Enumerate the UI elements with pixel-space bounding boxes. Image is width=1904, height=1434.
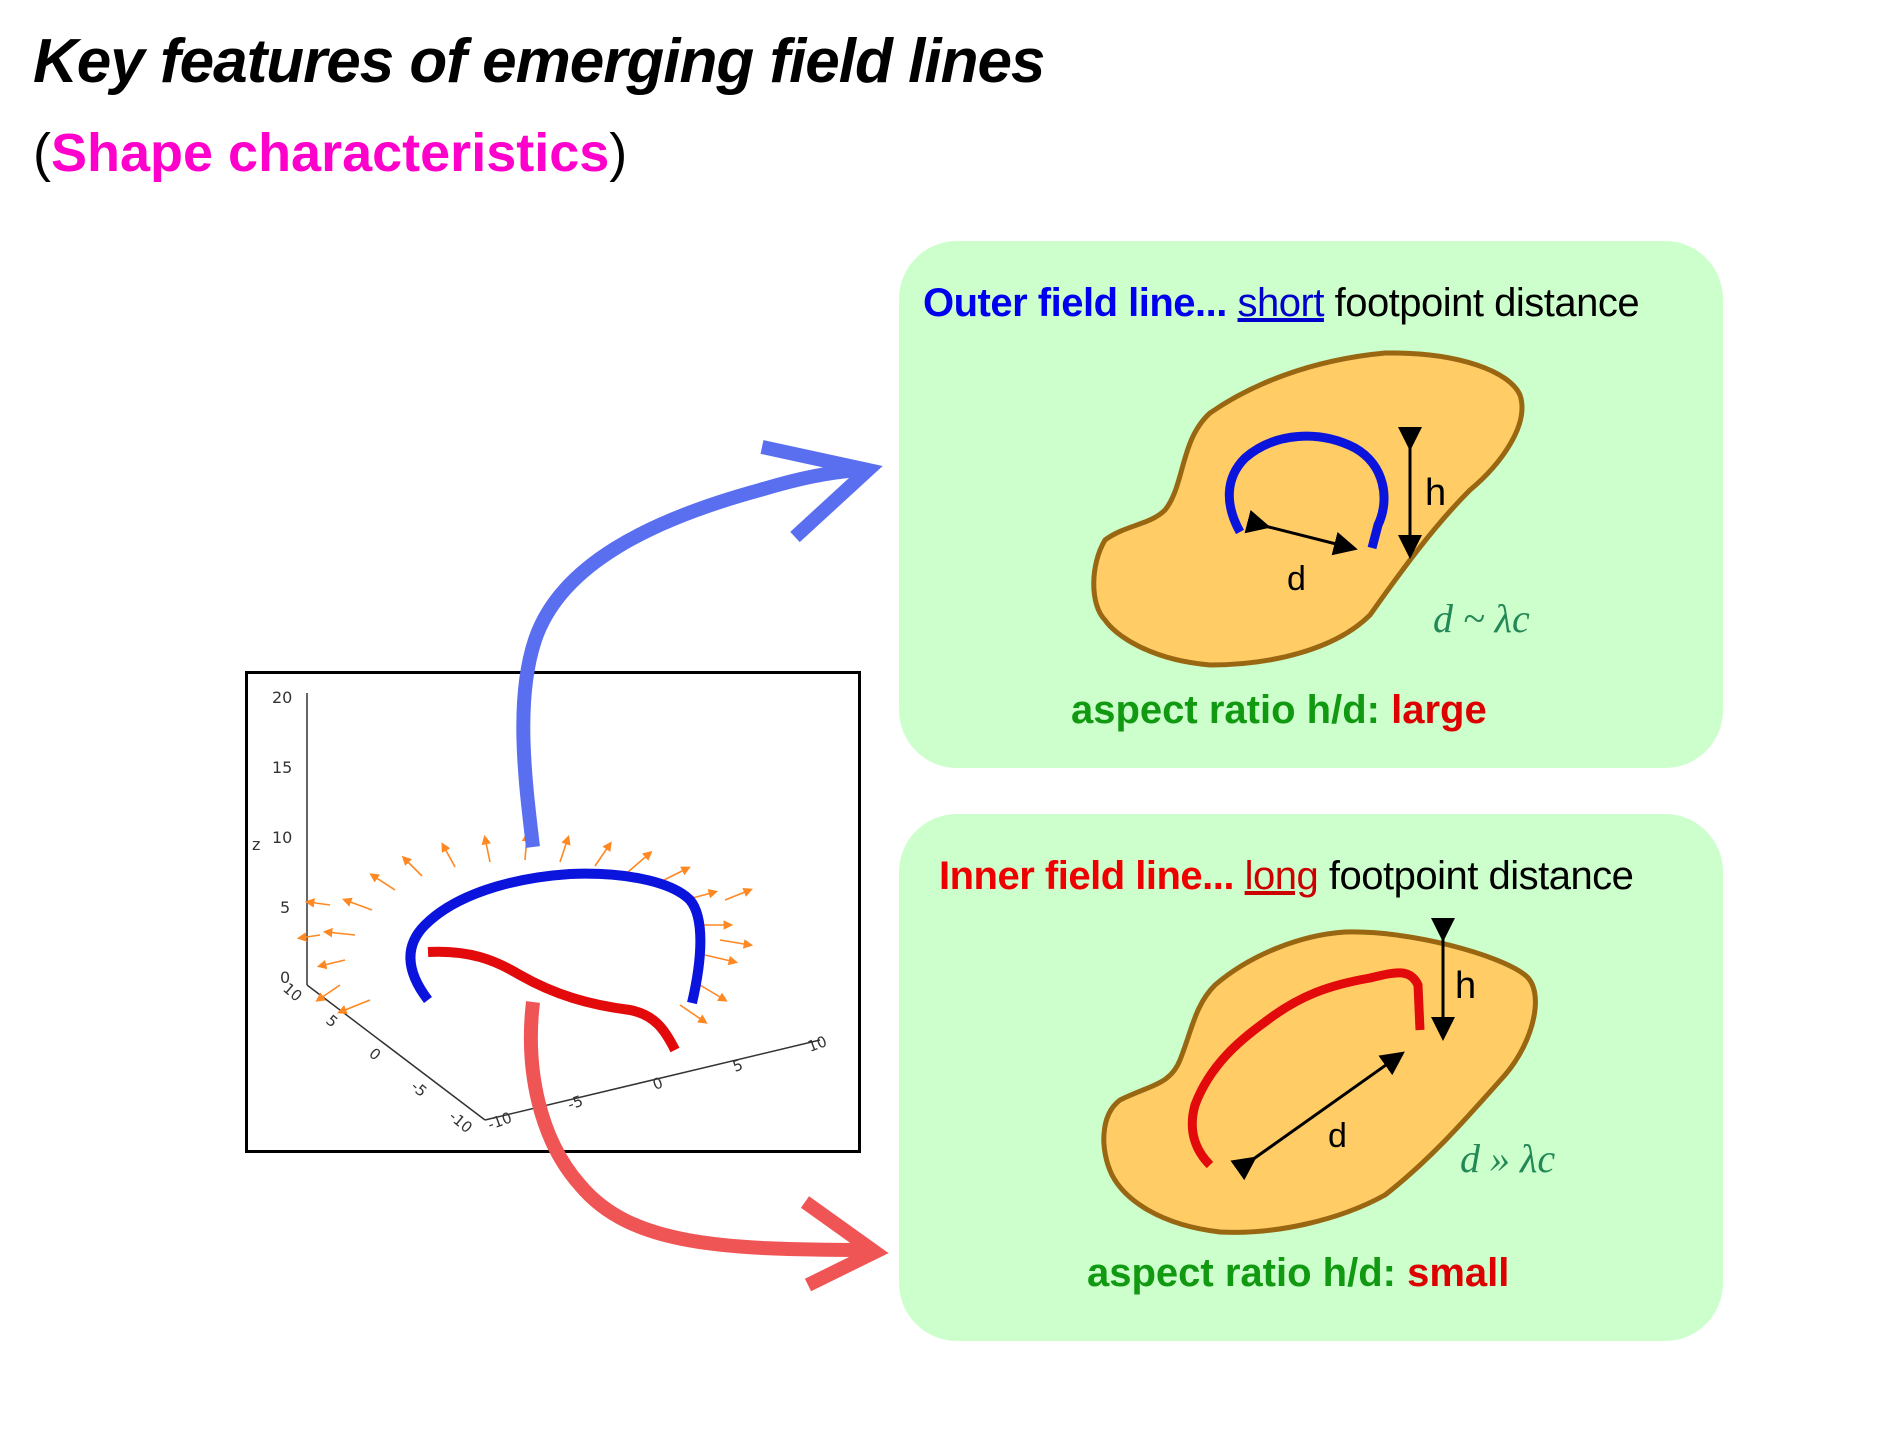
inner-aspect-ratio: aspect ratio h/d: small <box>1087 1251 1509 1296</box>
outer-aspect-value: large <box>1391 688 1487 732</box>
slide-title: Key features of emerging field lines <box>33 27 1045 96</box>
inner-connector-arrowhead-icon <box>800 1196 889 1292</box>
z-tick-label: 10 <box>272 828 292 847</box>
inner-connector-arrow <box>523 1001 871 1257</box>
outer-d-label: d <box>1287 560 1306 598</box>
y-tick-label: -10 <box>445 1107 475 1137</box>
subtitle-highlight: Shape characteristics <box>50 123 610 183</box>
inner-d-arrow <box>1230 1051 1405 1181</box>
x-tick-label: -10 <box>485 1108 514 1133</box>
y-tick-label: 0 <box>365 1044 384 1064</box>
inner-aspect-value: small <box>1407 1251 1510 1295</box>
outer-heading-lead: Outer field line... <box>923 281 1227 325</box>
z-tick-label: 5 <box>280 898 290 917</box>
outer-field-line-panel: Outer field line... short footpoint dist… <box>899 241 1723 768</box>
outer-h-label: h <box>1425 472 1446 514</box>
field-line-3d-plot <box>245 671 861 1153</box>
plot-inner-field-line <box>427 946 680 1053</box>
x-tick-label: 0 <box>650 1074 665 1094</box>
subtitle-close-paren: ) <box>609 123 628 183</box>
outer-d-arrow <box>1244 509 1358 556</box>
outer-heading-rest: footpoint distance <box>1334 281 1640 325</box>
inner-heading-emphasis: long <box>1244 854 1319 898</box>
inner-heading-rest: footpoint distance <box>1328 854 1634 898</box>
z-axis-label: z <box>252 835 260 854</box>
inner-aspect-label: aspect ratio h/d: <box>1087 1251 1396 1295</box>
slide-subtitle: (Shape characteristics) <box>33 122 627 184</box>
z-tick-label: 15 <box>272 758 292 777</box>
outer-aspect-label: aspect ratio h/d: <box>1071 688 1380 732</box>
x-tick-label: 10 <box>805 1032 829 1055</box>
z-tick-label: 20 <box>272 688 292 707</box>
outer-relation: d ~ λc <box>1433 596 1530 641</box>
outer-panel-heading: Outer field line... short footpoint dist… <box>923 281 1640 326</box>
z-tick-label: 0 <box>280 968 290 987</box>
subtitle-open-paren: ( <box>33 123 51 183</box>
outer-connector-arrow <box>516 463 861 848</box>
inner-field-line-loop <box>1187 968 1425 1169</box>
inner-panel-heading: Inner field line... long footpoint dista… <box>939 854 1634 899</box>
orange-vector-field <box>296 831 754 1024</box>
outer-connector-arrowhead-icon <box>760 440 883 543</box>
z-axis-ticks: 20 15 10 5 0 z <box>252 688 292 987</box>
inner-d-label: d <box>1328 1117 1347 1155</box>
y-tick-label: 5 <box>322 1011 341 1031</box>
outer-field-line-loop <box>1224 431 1389 550</box>
outer-aspect-ratio: aspect ratio h/d: large <box>1071 688 1487 733</box>
y-tick-label: -5 <box>407 1077 430 1100</box>
outer-heading-emphasis: short <box>1237 281 1325 325</box>
inner-relation: d » λc <box>1460 1136 1555 1181</box>
plot-axes <box>306 693 821 1121</box>
y-axis-ticks: 10 5 0 -5 -10 <box>279 979 475 1137</box>
x-tick-label: -5 <box>565 1092 585 1114</box>
inner-heading-lead: Inner field line... <box>939 854 1235 898</box>
inner-h-label: h <box>1455 965 1476 1007</box>
plot-outer-field-line <box>405 868 706 1005</box>
